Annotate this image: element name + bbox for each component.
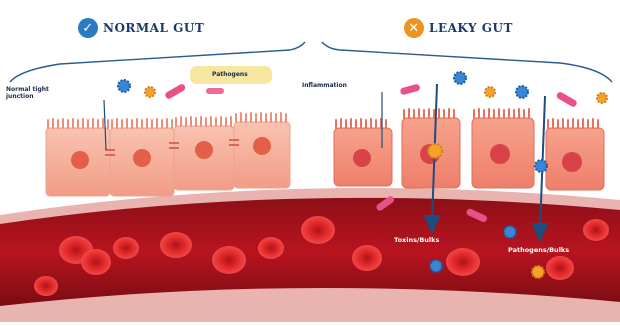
- toxins-label: Toxins/Bulks: [394, 236, 439, 244]
- normal-gut-heading: ✓ NORMAL GUT: [78, 18, 204, 38]
- tight-junction-label: Normal tight junction: [6, 86, 68, 100]
- normal-gut-title: NORMAL GUT: [103, 21, 204, 35]
- x-icon: ✕: [404, 18, 424, 38]
- normal-gut-cells: [46, 113, 290, 196]
- inflammation-label: Inflammation: [302, 82, 347, 89]
- pathogens-label: Pathogens/Bulks: [508, 246, 569, 254]
- leaky-gut-heading: ✕ LEAKY GUT: [404, 18, 513, 38]
- leaky-gut-title: LEAKY GUT: [429, 21, 513, 35]
- leaky-gut-cells: [334, 109, 604, 190]
- checkmark-icon: ✓: [78, 18, 98, 38]
- leaky-bracket-line: [322, 42, 612, 82]
- pathogen-label: Pathogens: [212, 71, 248, 78]
